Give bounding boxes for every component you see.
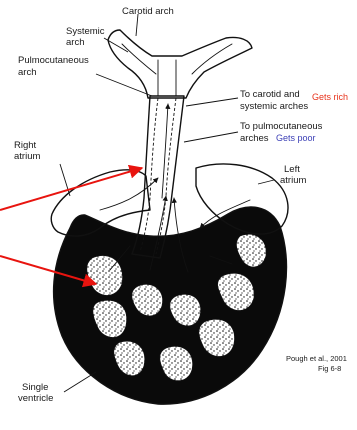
label-right-atrium-2: atrium [14, 151, 40, 162]
label-right-atrium-1: Right [14, 140, 37, 151]
label-carotid-arch: Carotid arch [122, 6, 174, 17]
label-systemic-arch-2: arch [66, 37, 84, 48]
label-systemic-arch-1: Systemic [66, 26, 105, 37]
aortic-arches [108, 30, 252, 98]
citation-line-2: Fig 6-8 [318, 364, 341, 373]
label-to-carotid-2: systemic arches [240, 101, 308, 112]
annotation-gets-rich: Gets rich [312, 92, 348, 102]
label-left-atrium-1: Left [284, 164, 300, 175]
label-to-pulmo-2: arches [240, 133, 269, 144]
label-single-ventricle-1: Single [22, 382, 48, 393]
label-to-carotid-1: To carotid and [240, 89, 300, 100]
citation-line-1: Pough et al., 2001 [286, 354, 347, 363]
red-arrow-to-spiral-valve [0, 168, 142, 210]
label-left-atrium-2: atrium [280, 175, 306, 186]
label-pulmocutaneous-arch-2: arch [18, 67, 36, 78]
single-ventricle [54, 207, 287, 404]
annotation-gets-poor: Gets poor [276, 133, 316, 143]
label-single-ventricle-2: ventricle [18, 393, 53, 404]
conus-arteriosus [132, 96, 184, 258]
label-to-pulmo-1: To pulmocutaneous [240, 121, 323, 132]
label-pulmocutaneous-arch-1: Pulmocutaneous [18, 55, 89, 66]
